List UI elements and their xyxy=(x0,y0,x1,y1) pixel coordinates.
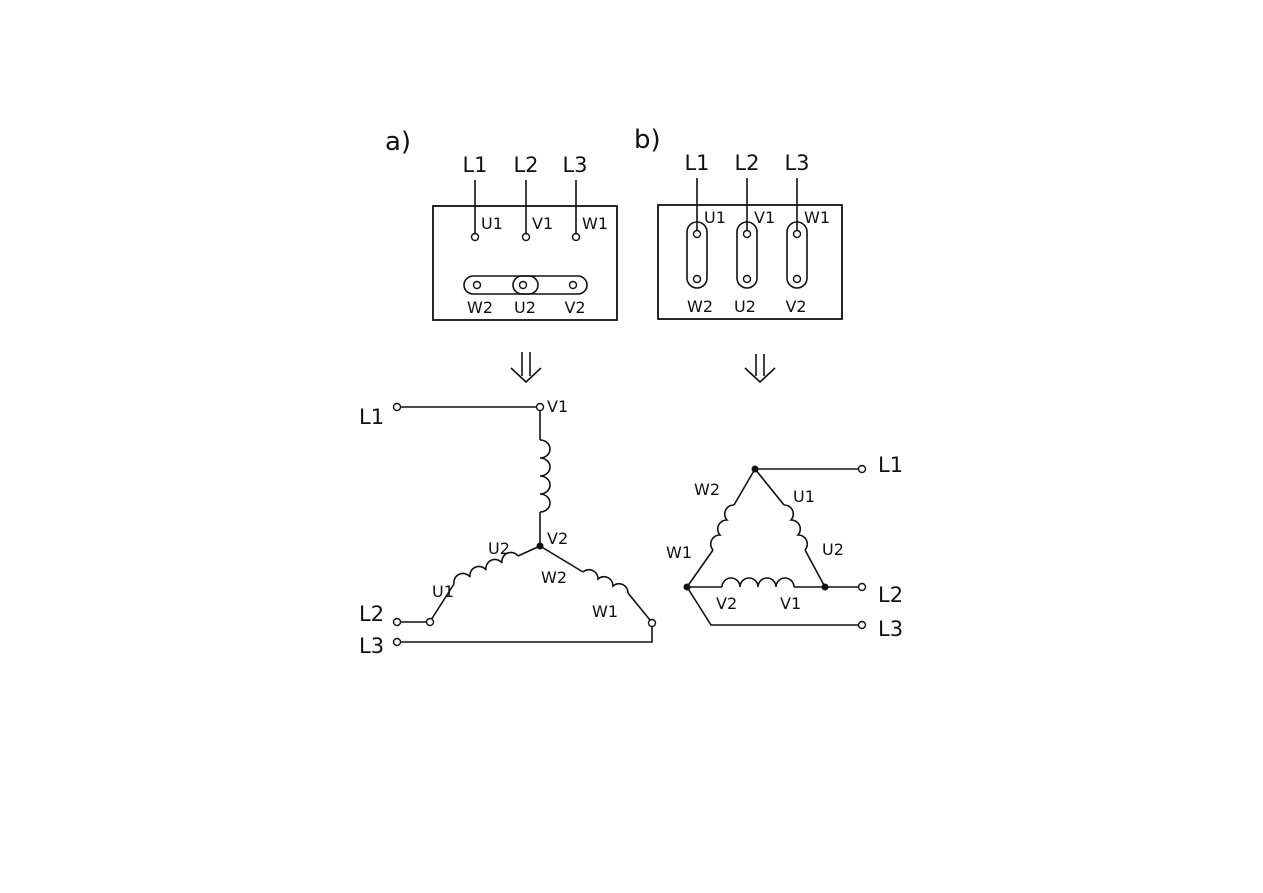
panel-b-arrow-icon xyxy=(744,354,776,384)
panel-a-label-v2: V2 xyxy=(547,529,568,548)
panel-a-label-w2: W2 xyxy=(541,568,567,587)
panel-b-delta-link-1 xyxy=(686,221,708,289)
panel-b-terminal-label-v2: V2 xyxy=(785,297,806,316)
panel-b-delta-link-3 xyxy=(786,221,808,289)
panel-a-label-u1: U1 xyxy=(432,582,454,601)
panel-b: b) L1 L2 L3 U1 V1 W1 W2 U2 V2 xyxy=(634,125,903,641)
panel-a-line-label-l1: L1 xyxy=(359,405,384,429)
panel-b-label-u2: U2 xyxy=(822,540,844,559)
panel-b-terminal-label-v1: V1 xyxy=(754,208,775,227)
panel-a-supply-l1: L1 xyxy=(462,153,487,177)
panel-b-label-v1: V1 xyxy=(780,594,801,613)
panel-a-v1-terminal xyxy=(535,402,545,412)
panel-a-label-u2: U2 xyxy=(488,539,510,558)
panel-a-terminal-label-v2: V2 xyxy=(564,298,585,317)
panel-b-terminal-w2 xyxy=(692,274,702,284)
panel-b-l1-terminal xyxy=(857,464,867,474)
panel-a-terminal-u2 xyxy=(518,280,528,290)
panel-b-terminal-label-u1: U1 xyxy=(704,208,726,227)
panel-b-terminal-u2 xyxy=(742,274,752,284)
panel-a-label: a) xyxy=(385,127,411,157)
panel-a-terminal-box xyxy=(432,205,618,321)
panel-a-label-v1: V1 xyxy=(547,397,568,416)
panel-b-terminal-label-u2: U2 xyxy=(734,297,756,316)
panel-b-line-label-l3: L3 xyxy=(878,617,903,641)
panel-a-supply-l3: L3 xyxy=(562,153,587,177)
panel-a-l3-terminal xyxy=(392,637,402,647)
panel-b-label: b) xyxy=(634,125,661,155)
panel-b-terminal-v2 xyxy=(792,274,802,284)
panel-b-terminal-v1 xyxy=(742,229,752,239)
panel-a-terminal-label-u2: U2 xyxy=(514,298,536,317)
panel-b-delta-link-2 xyxy=(736,221,758,289)
panel-a-terminal-v2 xyxy=(568,280,578,290)
panel-a-coil-w xyxy=(582,568,629,594)
panel-a-terminal-label-w1: W1 xyxy=(582,214,608,233)
panel-b-label-w2: W2 xyxy=(694,480,720,499)
panel-a-terminal-label-w2: W2 xyxy=(467,298,493,317)
panel-a-star-schematic: L1 L2 L3 V1 V2 U2 U1 xyxy=(359,397,657,658)
panel-a-line-label-l3: L3 xyxy=(359,634,384,658)
panel-b-coil-u xyxy=(783,504,809,551)
panel-a-w1-terminal xyxy=(647,618,657,628)
panel-a-terminal-v1 xyxy=(521,232,531,242)
panel-b-terminal-label-w2: W2 xyxy=(687,297,713,316)
panel-a-supply-l2: L2 xyxy=(513,153,538,177)
panel-a-terminal-w1 xyxy=(571,232,581,242)
panel-b-coil-w xyxy=(709,504,735,551)
panel-b-delta-schematic: L1 L2 L3 W2 W1 U1 U2 V2 V1 xyxy=(666,453,903,641)
panel-b-supply-l2: L2 xyxy=(734,151,759,175)
panel-a-terminal-u1 xyxy=(470,232,480,242)
panel-b-supply-l3: L3 xyxy=(784,151,809,175)
panel-b-terminal-box xyxy=(657,204,843,320)
panel-b-label-w1: W1 xyxy=(666,543,692,562)
panel-a-l3-line xyxy=(401,627,653,643)
panel-a-terminal-label-u1: U1 xyxy=(481,214,503,233)
panel-a-coil-v xyxy=(539,439,551,513)
panel-b-line-label-l1: L1 xyxy=(878,453,903,477)
panel-a-terminal-w2 xyxy=(472,280,482,290)
panel-b-coil-v xyxy=(721,577,795,588)
panel-a-terminal-label-v1: V1 xyxy=(532,214,553,233)
panel-a-l1-terminal xyxy=(392,402,402,412)
panel-b-vertex-top xyxy=(751,465,759,473)
panel-b-terminal-w1 xyxy=(792,229,802,239)
panel-b-terminal-u1 xyxy=(692,229,702,239)
panel-b-l3-terminal xyxy=(857,620,867,630)
panel-a-l2-terminal xyxy=(392,617,402,627)
panel-a-star-link-1 xyxy=(463,275,539,295)
panel-a: a) L1 L2 L3 U1 V1 W1 W2 U2 V2 xyxy=(359,127,657,658)
panel-a-coil-u xyxy=(453,551,519,585)
panel-b-label-u1: U1 xyxy=(793,487,815,506)
panel-a-line-label-l2: L2 xyxy=(359,602,384,626)
panel-b-terminal-label-w1: W1 xyxy=(804,208,830,227)
panel-a-arrow-icon xyxy=(510,352,542,384)
panel-b-l2-terminal xyxy=(857,582,867,592)
panel-a-u1-terminal xyxy=(425,617,435,627)
panel-b-line-label-l2: L2 xyxy=(878,583,903,607)
panel-a-star-link-2 xyxy=(512,275,588,295)
panel-b-label-v2: V2 xyxy=(716,594,737,613)
panel-a-label-w1: W1 xyxy=(592,602,618,621)
panel-b-supply-l1: L1 xyxy=(684,151,709,175)
panel-b-l3-line xyxy=(686,586,858,626)
